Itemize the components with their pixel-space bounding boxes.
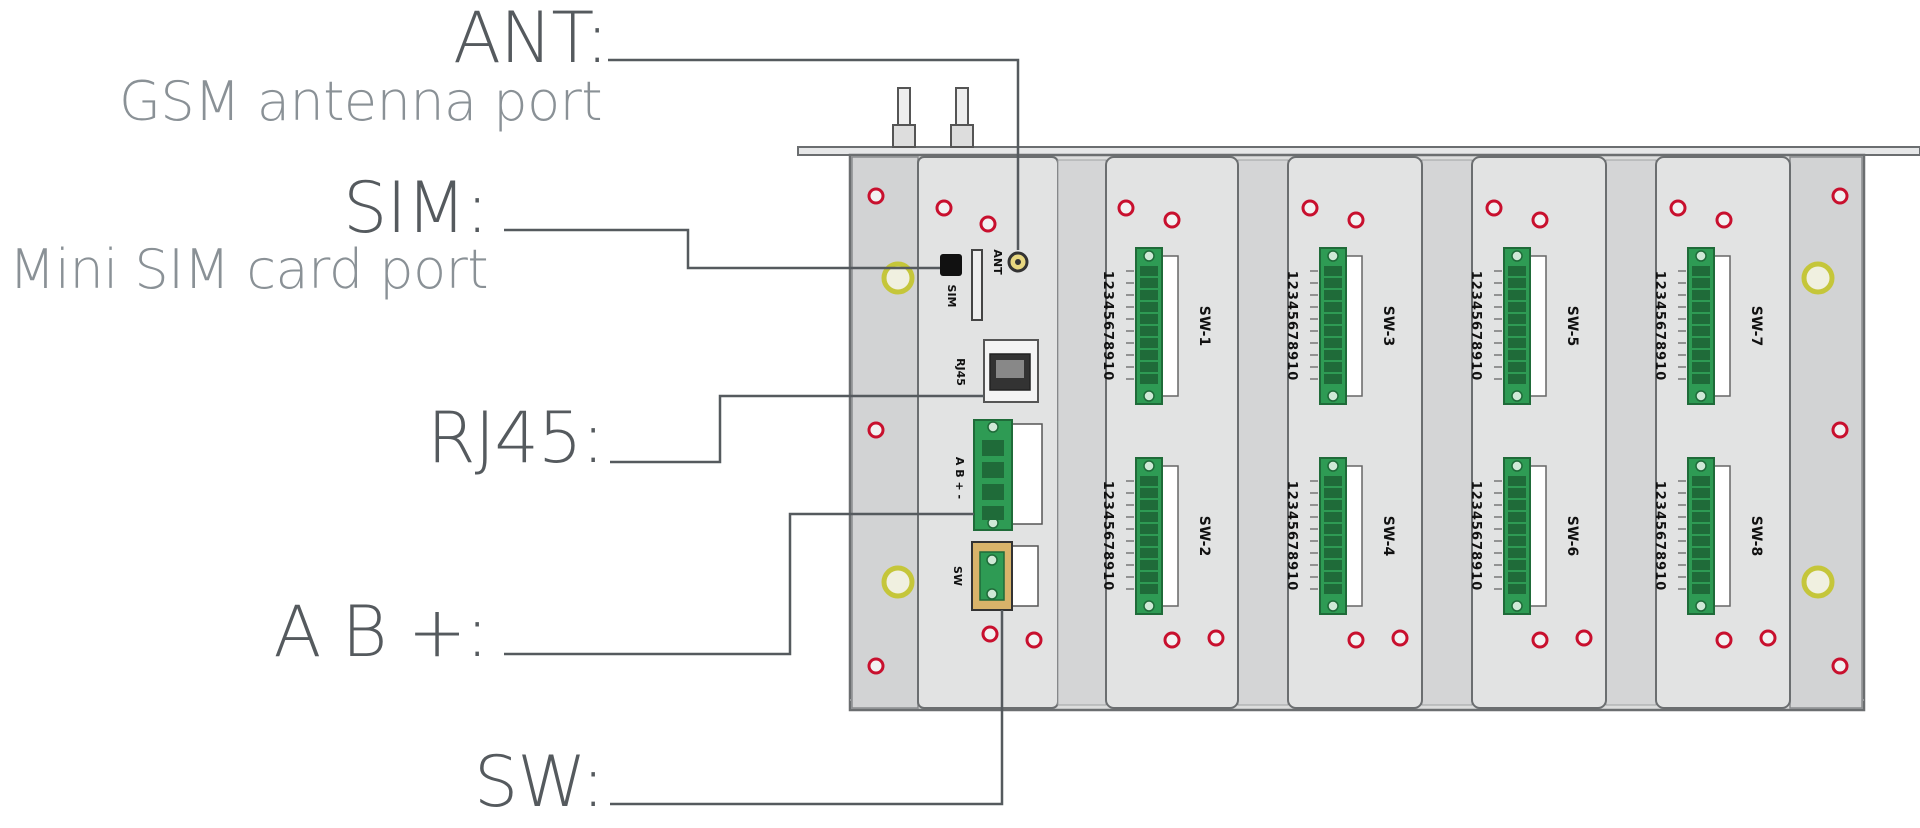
sim-description: Mini SIM card port (9, 238, 488, 301)
pin-numbers: 12345678910 (1652, 481, 1667, 592)
ab-terminal: A B + - (953, 419, 1043, 531)
ant-label: ANT: (453, 0, 608, 79)
screw (1025, 631, 1043, 649)
screw (867, 187, 885, 205)
pin-numbers: 12345678910 (1284, 271, 1299, 382)
screw (1347, 631, 1365, 649)
leader-ant (608, 58, 1020, 250)
rj45-marking: RJ45 (954, 358, 967, 386)
module-card-1 (1105, 156, 1239, 709)
callout-labels: ANT: GSM antenna port SIM: Mini SIM card… (9, 0, 609, 823)
screw (1715, 631, 1733, 649)
leader-ab (504, 512, 974, 656)
module-label: SW-5 (1564, 306, 1580, 346)
ab-label: A B +: (274, 591, 488, 673)
screw (979, 215, 997, 233)
module-label: SW-3 (1380, 306, 1396, 346)
ant-connector: ANT (991, 249, 1029, 275)
pin-numbers: 12345678910 (1652, 271, 1667, 382)
leader-sim (504, 228, 940, 270)
rj45-label: RJ45: (427, 397, 604, 479)
module-label: SW-1 (1196, 306, 1212, 346)
screw (1831, 187, 1849, 205)
screws (867, 187, 1849, 675)
leader-rj45 (610, 394, 984, 464)
module-label: SW-7 (1748, 306, 1764, 346)
screw (1669, 199, 1687, 217)
module-card-4 (1655, 156, 1791, 709)
ant-marking: ANT (991, 249, 1004, 275)
antenna-posts (892, 87, 974, 148)
module-label: SW-8 (1748, 516, 1764, 556)
screw (1347, 211, 1365, 229)
screw (1163, 211, 1181, 229)
module-card-3 (1471, 156, 1607, 709)
switch-module-sw-8: 12345678910 SW-8 (1652, 457, 1764, 615)
ab-marking: A B + - (953, 457, 966, 499)
switch-module-sw-5: 12345678910 SW-5 (1468, 247, 1580, 405)
sim-marking: SIM (945, 285, 958, 308)
module-label: SW-4 (1380, 516, 1396, 557)
mount-holes (881, 261, 1835, 599)
pin-numbers: 12345678910 (1284, 481, 1299, 592)
switch-module-sw-1: 12345678910 SW-1 (1100, 247, 1212, 405)
screw (1531, 631, 1549, 649)
leader-lines (504, 58, 1020, 806)
screw (1485, 199, 1503, 217)
sim-slot: SIM (940, 249, 983, 321)
screw (1831, 421, 1849, 439)
screw (1715, 211, 1733, 229)
pin-numbers: 12345678910 (1468, 271, 1483, 382)
switch-module-sw-7: 12345678910 SW-7 (1652, 247, 1764, 405)
switch-module-sw-3: 12345678910 SW-3 (1284, 247, 1396, 405)
screw (1117, 199, 1135, 217)
screw (1759, 629, 1777, 647)
leader-sw (610, 610, 1004, 806)
module-label: SW-2 (1196, 516, 1212, 556)
enclosure: ANT SIM RJ45 A B + - (797, 87, 1920, 712)
screw (1391, 629, 1409, 647)
switch-module-sw-2: 12345678910 SW-2 (1100, 457, 1212, 615)
screw (1163, 631, 1181, 649)
sw-port: SW (951, 541, 1039, 611)
left-end-plate (851, 156, 919, 709)
sim-label: SIM: (343, 167, 488, 249)
screw (867, 657, 885, 675)
rj45-port: RJ45 (954, 339, 1039, 403)
right-end-plate (1789, 156, 1863, 709)
screw (935, 199, 953, 217)
screw (1531, 211, 1549, 229)
sw-label: SW: (474, 741, 604, 823)
screw (1207, 629, 1225, 647)
pin-numbers: 12345678910 (1100, 271, 1115, 382)
switch-module-sw-6: 12345678910 SW-6 (1468, 457, 1580, 615)
screw (1301, 199, 1319, 217)
switch-module-sw-4: 12345678910 SW-4 (1284, 457, 1396, 615)
sw-marking: SW (951, 566, 964, 586)
pin-numbers: 12345678910 (1100, 481, 1115, 592)
pin-numbers: 12345678910 (1468, 481, 1483, 592)
screw (1831, 657, 1849, 675)
ant-description: GSM antenna port (119, 70, 602, 133)
screw (867, 421, 885, 439)
screw (1575, 629, 1593, 647)
module-label: SW-6 (1564, 516, 1580, 556)
screw (981, 625, 999, 643)
module-card-2 (1287, 156, 1423, 709)
